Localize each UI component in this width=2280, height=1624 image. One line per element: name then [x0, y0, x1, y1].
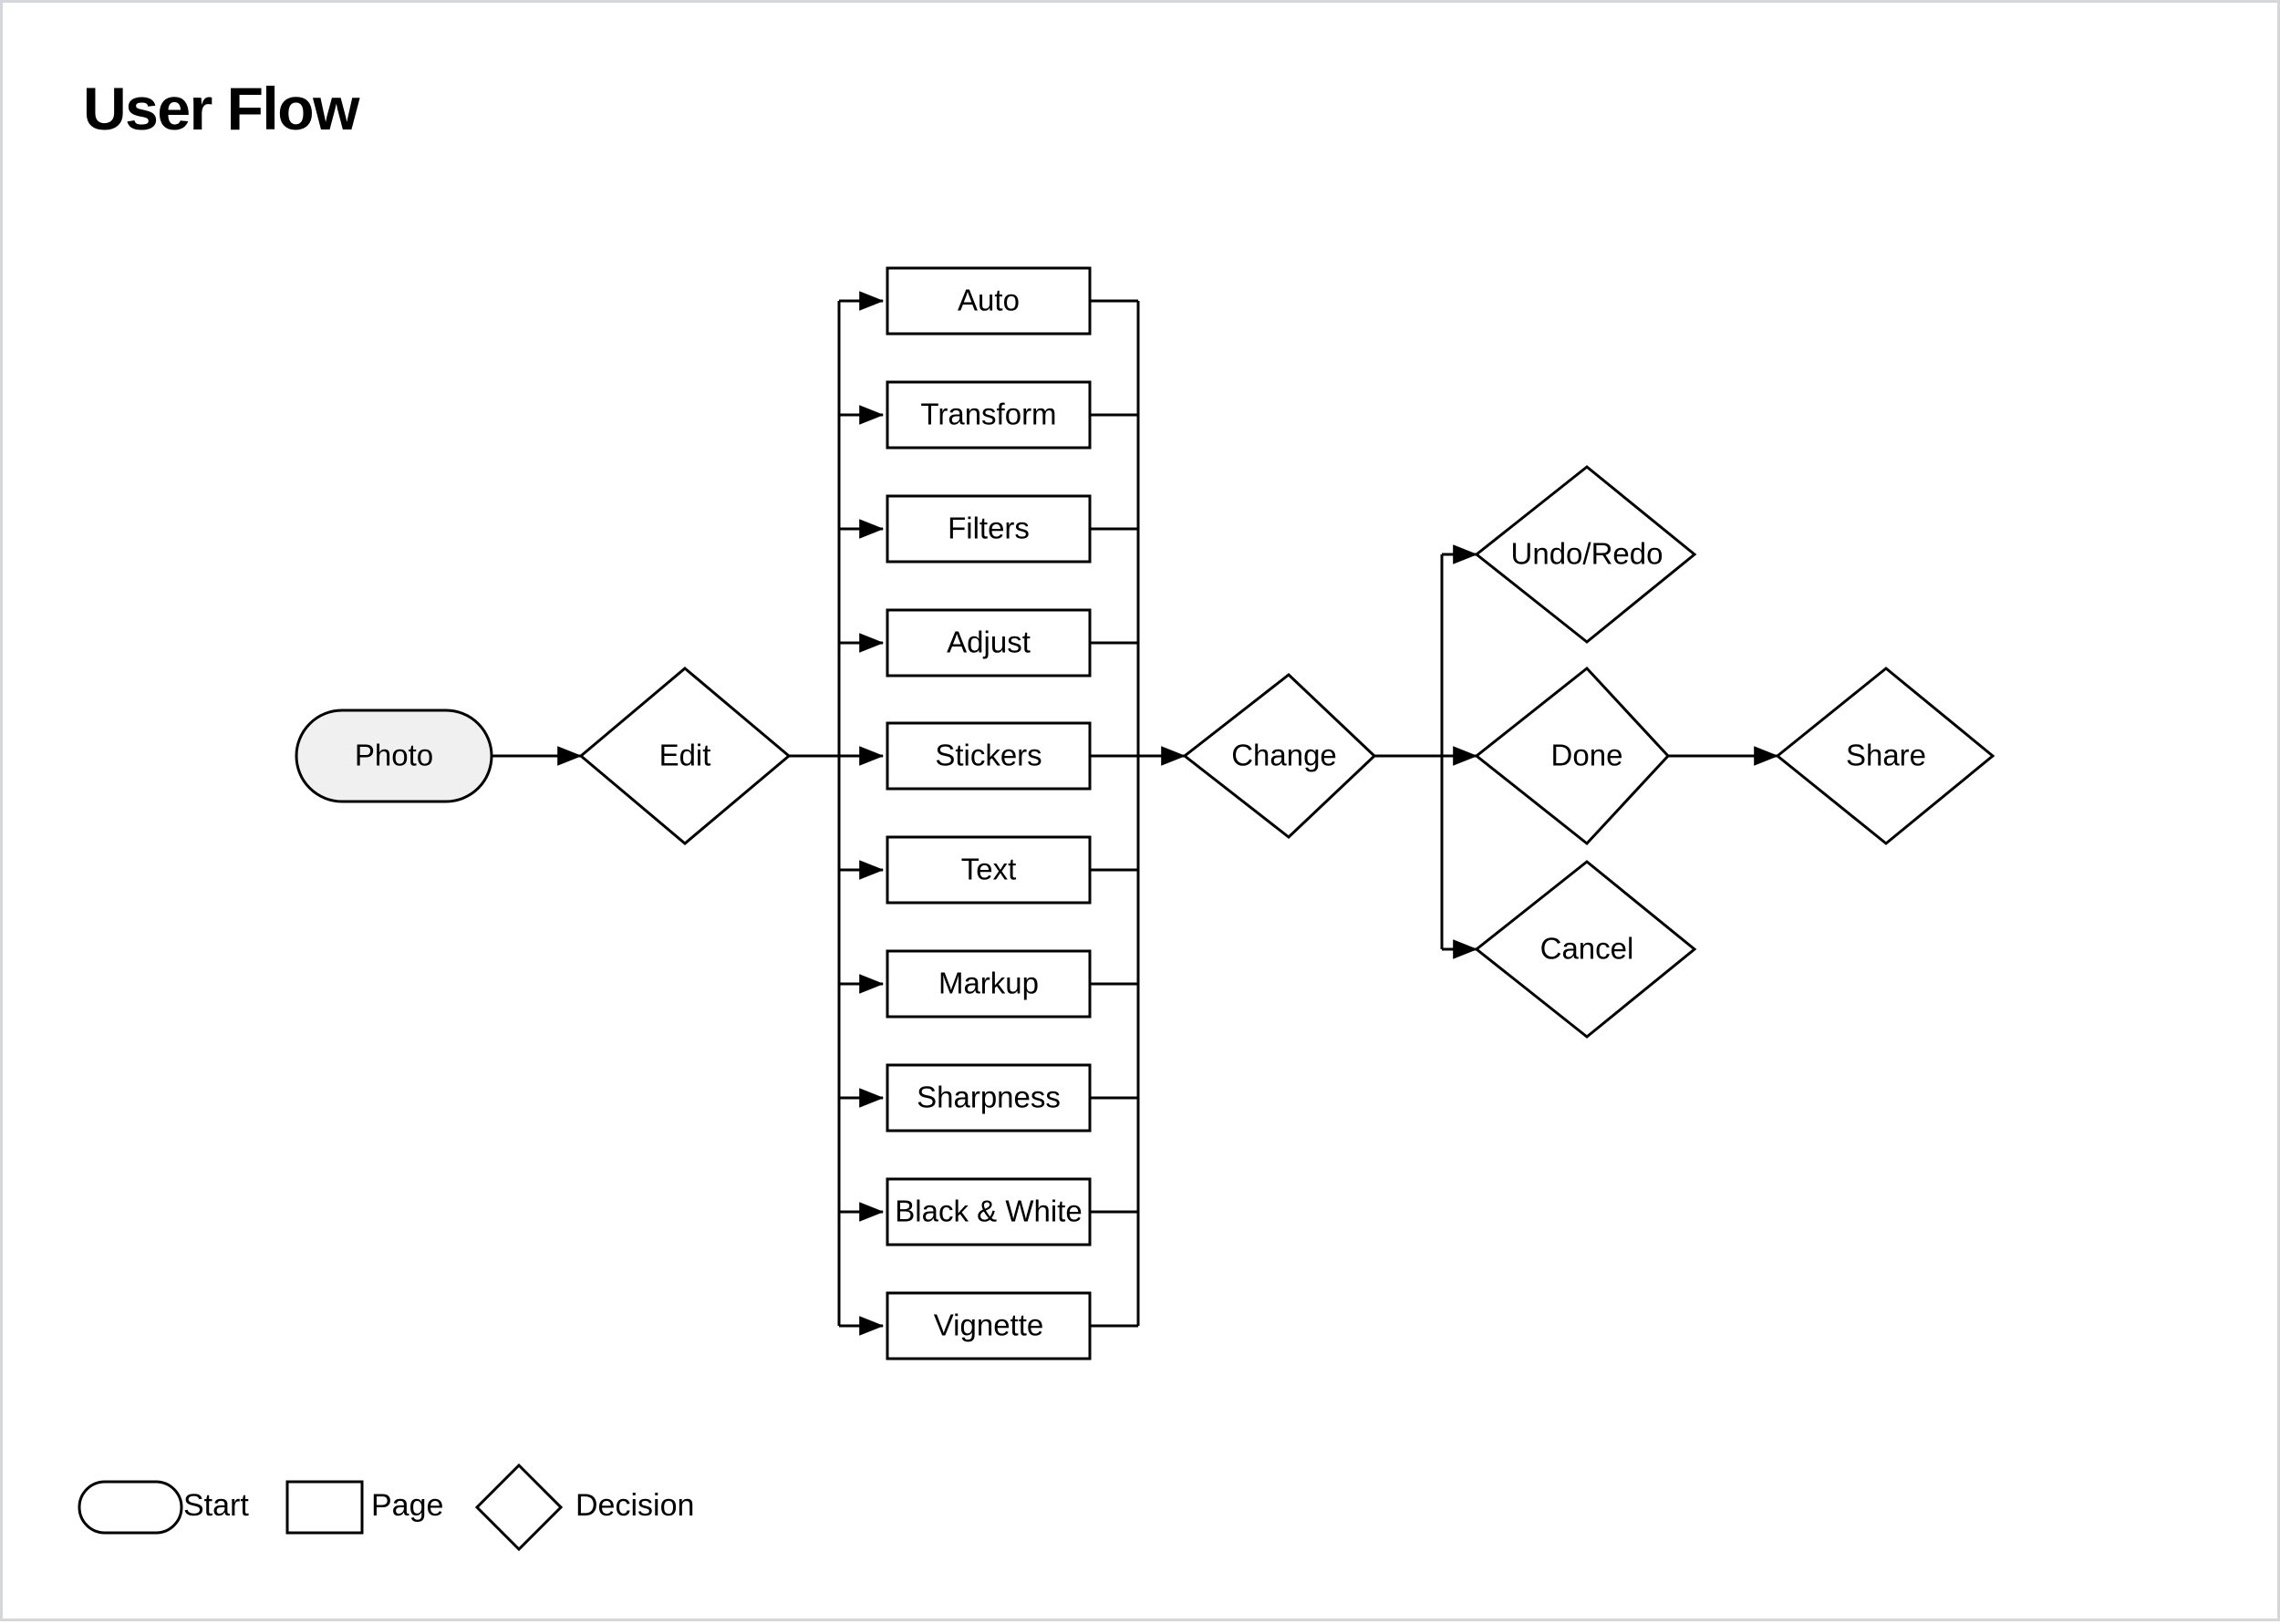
- share-label: Share: [1846, 739, 1926, 772]
- node-cancel[interactable]: Cancel: [1474, 860, 1697, 1039]
- legend-page-shape: [285, 1480, 364, 1535]
- node-share[interactable]: Share: [1775, 667, 1995, 845]
- filters-label: Filters: [948, 512, 1030, 545]
- cancel-shape[interactable]: [1474, 860, 1697, 1039]
- adjust-shape[interactable]: [886, 608, 1092, 678]
- photo-shape[interactable]: [295, 709, 493, 803]
- legend-item-page: Page: [285, 1480, 443, 1535]
- node-filters[interactable]: Filters: [886, 494, 1092, 564]
- edit-label: Edit: [659, 739, 711, 772]
- transform-label: Transform: [920, 398, 1056, 431]
- vignette-shape[interactable]: [886, 1291, 1092, 1360]
- node-auto[interactable]: Auto: [886, 266, 1092, 336]
- text-shape[interactable]: [886, 835, 1092, 905]
- node-stickers[interactable]: Stickers: [886, 721, 1092, 791]
- adjust-label: Adjust: [947, 626, 1031, 659]
- undo-redo-shape[interactable]: [1474, 465, 1697, 644]
- legend-decision-shape: [474, 1463, 564, 1552]
- node-text[interactable]: Text: [886, 835, 1092, 905]
- legend: Start Page Decision: [78, 1463, 694, 1552]
- markup-label: Markup: [938, 967, 1039, 1000]
- node-adjust[interactable]: Adjust: [886, 608, 1092, 678]
- legend-item-start: Start: [78, 1480, 249, 1535]
- legend-start-shape: [78, 1480, 183, 1535]
- legend-start-label: Start: [183, 1488, 249, 1523]
- done-shape[interactable]: [1474, 666, 1671, 846]
- share-shape[interactable]: [1775, 667, 1995, 845]
- legend-decision-label: Decision: [575, 1488, 694, 1523]
- sharpness-label: Sharpness: [917, 1081, 1061, 1114]
- node-sharpness[interactable]: Sharpness: [886, 1063, 1092, 1133]
- page-title: User Flow: [83, 75, 359, 142]
- legend-page-label: Page: [371, 1488, 443, 1523]
- auto-label: Auto: [958, 284, 1020, 317]
- black-and-white-label: Black & White: [895, 1195, 1082, 1228]
- legend-item-decision: Decision: [474, 1463, 694, 1552]
- photo-label: Photo: [355, 739, 433, 772]
- undo-redo-label: Undo/Redo: [1511, 537, 1663, 571]
- user-flow-diagram: Photo Edit Auto Transform Filters Adjust…: [78, 266, 1995, 1552]
- cancel-label: Cancel: [1540, 932, 1634, 966]
- transform-shape[interactable]: [886, 380, 1092, 450]
- edit-shape[interactable]: [578, 667, 792, 845]
- done-label: Done: [1551, 739, 1623, 772]
- node-markup[interactable]: Markup: [886, 949, 1092, 1019]
- node-edit[interactable]: Edit: [578, 667, 792, 845]
- stickers-label: Stickers: [935, 739, 1042, 772]
- change-label: Change: [1231, 739, 1337, 772]
- node-black-and-white[interactable]: Black & White: [886, 1177, 1092, 1246]
- node-vignette[interactable]: Vignette: [886, 1291, 1092, 1360]
- change-shape[interactable]: [1182, 673, 1377, 839]
- black-and-white-shape[interactable]: [886, 1177, 1092, 1246]
- sharpness-shape[interactable]: [886, 1063, 1092, 1133]
- text-label: Text: [961, 853, 1017, 886]
- node-done[interactable]: Done: [1474, 666, 1671, 846]
- node-undo-redo[interactable]: Undo/Redo: [1474, 465, 1697, 644]
- node-change[interactable]: Change: [1182, 673, 1377, 839]
- node-transform[interactable]: Transform: [886, 380, 1092, 450]
- auto-shape[interactable]: [886, 266, 1092, 336]
- vignette-label: Vignette: [934, 1309, 1044, 1342]
- node-photo[interactable]: Photo: [295, 709, 493, 803]
- markup-shape[interactable]: [886, 949, 1092, 1019]
- filters-shape[interactable]: [886, 494, 1092, 564]
- stickers-shape[interactable]: [886, 721, 1092, 791]
